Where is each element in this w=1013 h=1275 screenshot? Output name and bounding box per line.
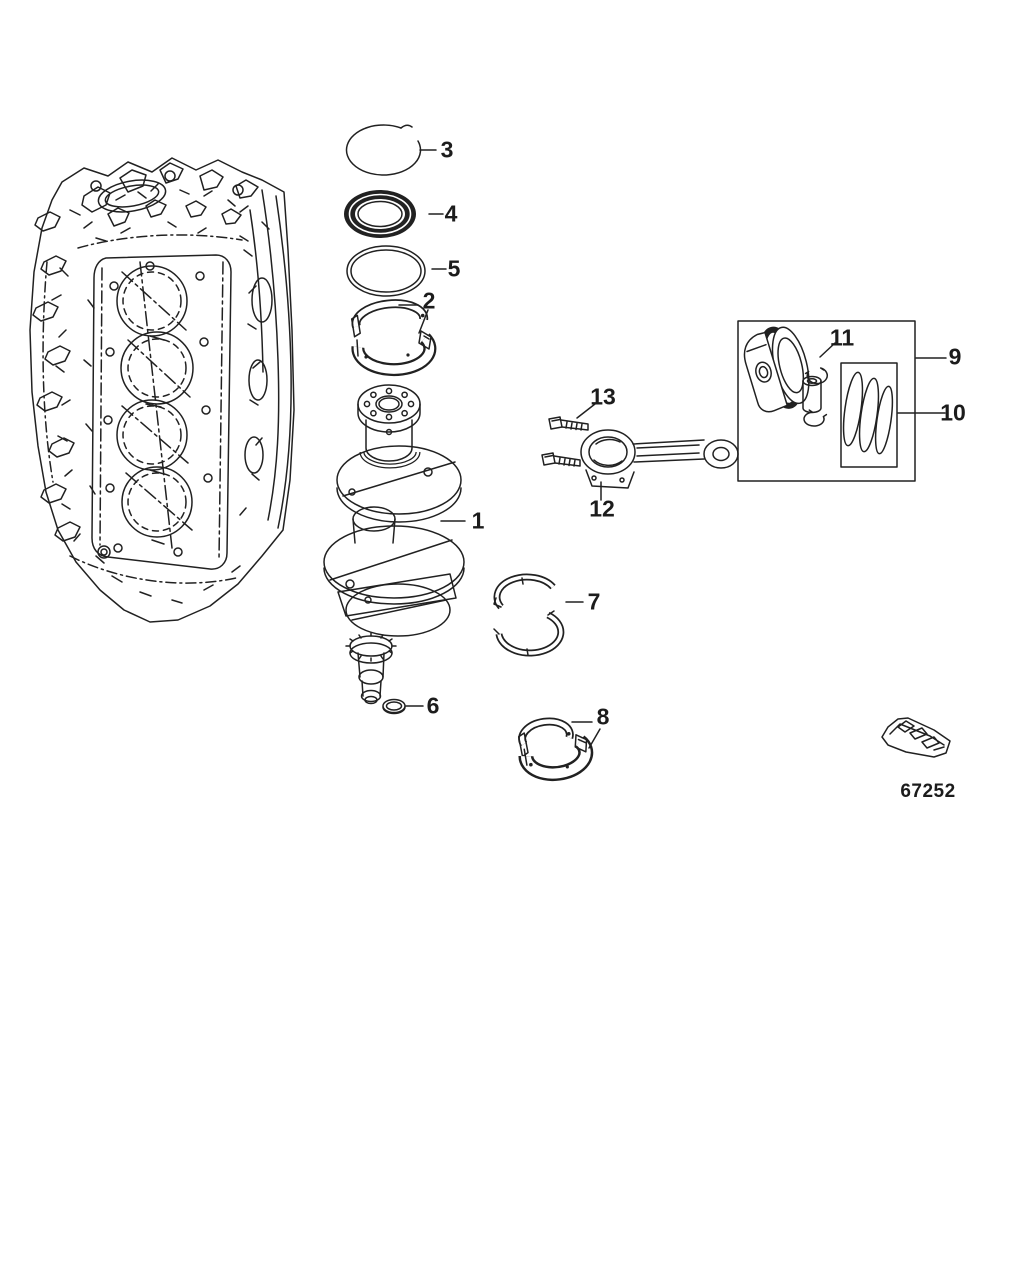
piston-pin-and-clips-drawing xyxy=(802,367,828,427)
callout-12: 12 xyxy=(589,495,615,522)
lower-main-bearing-drawing xyxy=(517,717,594,782)
callout-10: 10 xyxy=(940,399,966,426)
drawing-number: 67252 xyxy=(900,781,956,802)
callout-6: 6 xyxy=(426,692,440,719)
callout-5: 5 xyxy=(447,255,461,282)
rod-bolts-drawing xyxy=(541,416,589,467)
engine-block-drawing xyxy=(29,157,295,623)
upper-main-bearing-drawing xyxy=(350,299,437,377)
boat-icon xyxy=(881,717,951,758)
thrust-washers-drawing xyxy=(493,573,565,657)
callout-1: 1 xyxy=(471,507,485,534)
ring-set-box xyxy=(840,362,898,468)
piston-kit-box xyxy=(737,320,916,482)
lower-seal-ring-drawing xyxy=(382,698,406,715)
callout-3: 3 xyxy=(440,136,454,163)
callout-9: 9 xyxy=(948,343,962,370)
callout-4: 4 xyxy=(444,200,458,227)
callout-8: 8 xyxy=(596,703,610,730)
leader-lines xyxy=(398,149,947,749)
callout-7: 7 xyxy=(587,588,601,615)
snap-ring-drawing xyxy=(345,124,422,176)
crankshaft-drawing xyxy=(323,384,465,705)
piston-drawing xyxy=(743,326,810,413)
o-ring-drawing xyxy=(346,245,426,297)
piston-ring-set-drawing xyxy=(842,371,894,455)
callout-2: 2 xyxy=(422,287,436,314)
callout-13: 13 xyxy=(590,383,616,410)
oil-seal-drawing xyxy=(344,190,416,238)
connecting-rod-drawing xyxy=(580,429,739,489)
callout-11: 11 xyxy=(829,324,855,351)
